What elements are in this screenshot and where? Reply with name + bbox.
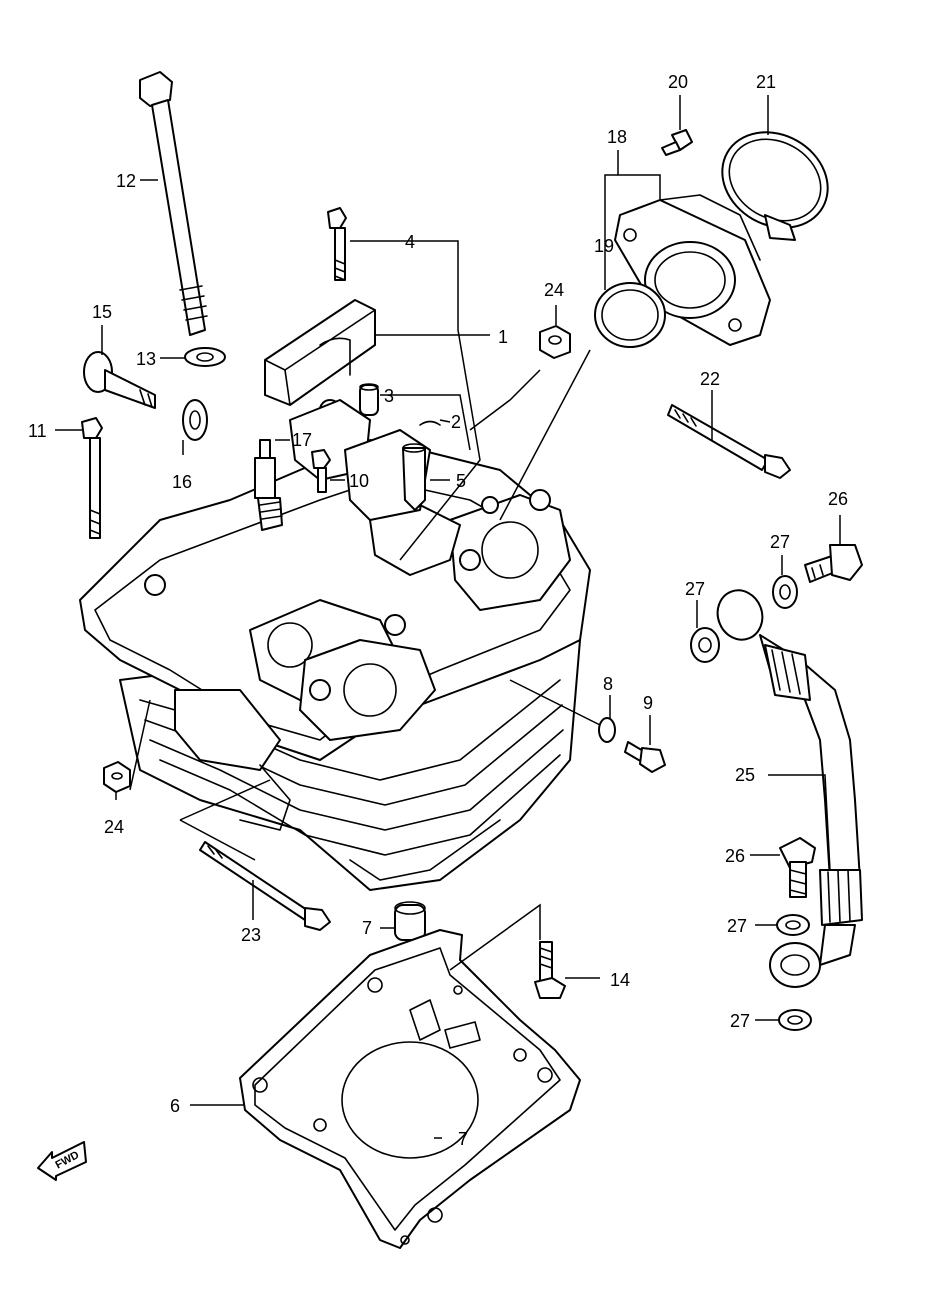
leader-lines [55,95,841,1139]
callout-14: 14 [610,970,630,990]
dowel-pin-7-top [394,901,426,941]
washer-27-d [778,1009,812,1031]
banjo-bolt-26-top [804,544,863,583]
spark-plug-17 [254,439,283,531]
callout-21: 21 [756,72,776,92]
clip-2 [419,420,441,426]
bolt-14 [534,941,566,999]
callout-17: 17 [292,430,312,450]
callout-27-d: 27 [730,1011,750,1031]
washer-27-a [772,575,798,609]
washer-27-b [690,627,720,663]
bolt-12 [139,71,208,336]
callouts: 1 2 3 4 5 6 7 7 8 9 10 11 12 13 14 15 16… [28,72,848,1149]
nut-24-bottom [103,761,131,793]
washer-16 [182,399,208,441]
bolt-11 [81,417,103,539]
head-gasket-6 [239,929,581,1249]
washer-13 [184,347,226,367]
fwd-arrow-icon: FWD [37,1141,87,1181]
screw-20 [661,129,693,156]
callout-20: 20 [668,72,688,92]
callout-3: 3 [384,386,394,406]
callout-23: 23 [241,925,261,945]
callout-6: 6 [170,1096,180,1116]
callout-19: 19 [594,236,614,256]
cylinder-head [79,399,591,891]
banjo-bolt-26-bottom [779,837,816,898]
washer-27-c [776,914,810,936]
callout-16: 16 [172,472,192,492]
callout-26-top: 26 [828,489,848,509]
callout-15: 15 [92,302,112,322]
callout-4: 4 [405,232,415,252]
valve-guide-5 [402,443,426,511]
callout-24-bottom: 24 [104,817,124,837]
bolt-9 [624,741,666,773]
callout-1: 1 [498,327,508,347]
callout-10: 10 [349,471,369,491]
callout-7-bottom: 7 [458,1129,468,1149]
callout-8: 8 [603,674,613,694]
bolt-23 [199,841,331,931]
o-ring-19 [594,282,666,348]
camshaft-cap [264,299,376,406]
callout-25: 25 [735,765,755,785]
callout-24-top: 24 [544,280,564,300]
callout-11: 11 [28,421,47,441]
intake-pipe-18 [614,194,771,346]
bolt-4 [327,207,347,281]
callout-12: 12 [116,171,136,191]
bolt-10 [311,449,331,493]
callout-7-top: 7 [362,918,372,938]
clamp-21 [721,131,829,241]
callout-2: 2 [451,412,461,432]
callout-27-c: 27 [727,916,747,936]
washer-8 [598,717,616,743]
callout-18: 18 [607,127,627,147]
callout-27-b: 27 [685,579,705,599]
callout-22: 22 [700,369,720,389]
callout-13: 13 [136,349,156,369]
bolt-22 [667,404,791,479]
callout-9: 9 [643,693,653,713]
callout-27-a: 27 [770,532,790,552]
callout-26-bottom: 26 [725,846,745,866]
nut-24-top [539,325,571,359]
dowel-pin-3 [359,383,379,416]
bolt-15 [83,351,156,409]
oil-hose-25 [716,589,863,988]
callout-5: 5 [456,471,466,491]
